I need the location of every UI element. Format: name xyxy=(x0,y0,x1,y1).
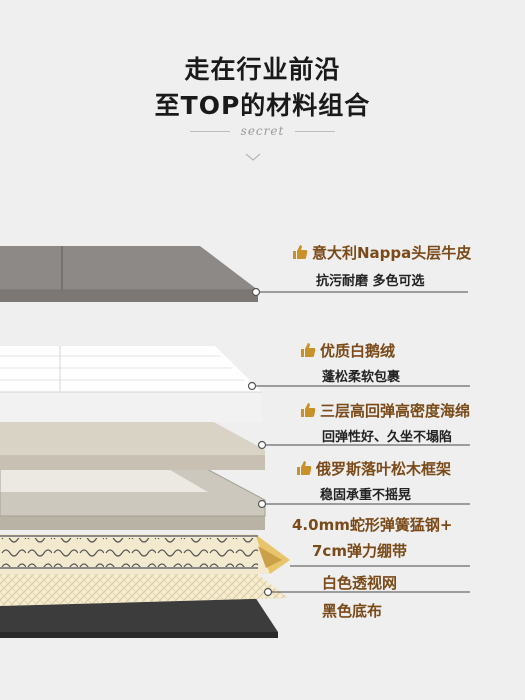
thumbs-up-icon xyxy=(293,245,308,259)
label-down-text: 优质白鹅绒 xyxy=(320,342,396,360)
label-spring-line2: 7cm弹力绷带 xyxy=(312,542,407,560)
label-mesh: 白色透视网 xyxy=(322,574,398,592)
layer-base-cloth xyxy=(0,597,278,638)
label-down: 优质白鹅绒 xyxy=(300,340,395,361)
thumbs-up-icon xyxy=(297,461,312,475)
label-leather-text: 意大利Nappa头层牛皮 xyxy=(312,244,472,262)
sub-leather: 抗污耐磨 多色可选 xyxy=(316,274,425,289)
sub-down: 蓬松柔软包裹 xyxy=(322,370,401,385)
label-frame-text: 俄罗斯落叶松木框架 xyxy=(316,460,452,478)
thumbs-up-icon xyxy=(301,403,316,417)
sub-foam: 回弹性好、久坐不塌陷 xyxy=(322,430,453,445)
layer-springs xyxy=(0,534,290,574)
secret-script: secret xyxy=(240,124,285,138)
label-base: 黑色底布 xyxy=(322,602,383,620)
layer-white-mesh xyxy=(0,572,288,606)
label-spring-line1: 4.0mm蛇形弹簧猛钢+ xyxy=(292,516,453,534)
page-title-line2: 至TOP的材料组合 xyxy=(154,91,371,120)
label-frame: 俄罗斯落叶松木框架 xyxy=(296,458,451,479)
label-foam: 三层高回弹高密度海绵 xyxy=(300,400,470,421)
layer-wood-frame xyxy=(0,459,266,530)
divider-left xyxy=(190,131,230,132)
label-leather: 意大利Nappa头层牛皮 xyxy=(292,242,471,263)
thumbs-up-icon xyxy=(301,343,316,357)
layer-leather xyxy=(0,246,258,302)
layer-foam xyxy=(0,419,265,470)
chevron-down-icon xyxy=(245,153,261,161)
page-title-line1: 走在行业前沿 xyxy=(184,55,341,84)
divider-right xyxy=(295,131,335,132)
sub-frame: 稳固承重不摇晃 xyxy=(320,488,412,503)
label-foam-text: 三层高回弹高密度海绵 xyxy=(320,402,471,420)
layer-down xyxy=(0,346,262,422)
